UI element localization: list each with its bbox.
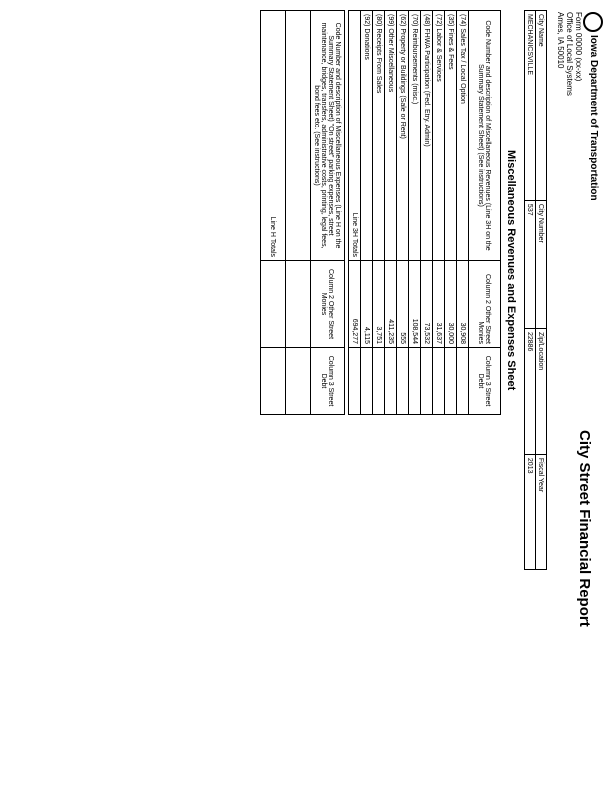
expenses-desc-header: Code Number and description of Miscellan…	[310, 10, 345, 261]
expenses-table: Code Number and description of Miscellan…	[260, 10, 345, 415]
revenue-col2: 31,637	[432, 260, 445, 348]
revenue-row: (48) FHWA Participation (Fed. Etry. Admi…	[420, 10, 433, 415]
revenue-col3	[408, 347, 421, 415]
revenues-desc-header: Code Number and description of Miscellan…	[468, 10, 501, 261]
revenue-label: (72) Labor & Services	[432, 10, 445, 261]
col2-header: Column 2 Other Street Monies	[468, 260, 501, 348]
revenue-col3	[432, 347, 445, 415]
revenue-col2: 555	[396, 260, 409, 348]
revenues-total-label: Line 3H Totals	[348, 10, 361, 261]
exp-col2-header: Column 2 Other Street Monies	[310, 260, 345, 348]
revenue-col2: 30,000	[444, 260, 457, 348]
revenue-label: (62) Property or Buildings (Sale or Rent…	[396, 10, 409, 261]
agency-name: Iowa Department of Transportation	[587, 35, 599, 201]
revenues-table: Code Number and description of Miscellan…	[348, 10, 501, 415]
revenue-col3	[396, 347, 409, 415]
report-title: City Street Financial Report	[576, 430, 593, 627]
revenue-label: (35) Fines & Fees	[444, 10, 457, 261]
city-number-value: 537	[524, 200, 536, 329]
expense-row	[285, 10, 311, 261]
revenue-col2: 4,115	[360, 260, 373, 348]
revenue-col3	[444, 347, 457, 415]
revenue-col3	[384, 347, 397, 415]
revenue-label: (70) Reimbursements (misc.)	[408, 10, 421, 261]
revenues-total-value: 694,277	[348, 260, 361, 348]
city-name-label: City Name	[535, 10, 547, 201]
revenue-col2: 411,235	[384, 260, 397, 348]
revenue-row: (62) Property or Buildings (Sale or Rent…	[396, 10, 409, 415]
revenue-label: (48) FHWA Participation (Fed. Etry. Admi…	[420, 10, 433, 261]
revenue-col2: 108,544	[408, 260, 421, 348]
revenue-label: (80) Receipts From Sales	[372, 10, 385, 261]
revenue-col3	[456, 347, 469, 415]
agency-city: Ames, IA 50010	[556, 12, 565, 69]
revenue-label: (92) Donations	[360, 10, 373, 261]
col3-header: Column 3 Street Debt	[468, 347, 501, 415]
agency-logo: Iowa Department of Transportation Form 0…	[556, 12, 603, 201]
revenue-col3	[372, 347, 385, 415]
zip-label: Zip/Location	[535, 328, 547, 455]
revenue-col3	[360, 347, 373, 415]
city-number-label: City Number	[535, 200, 547, 329]
revenue-label: (74) Sales Tax / Local Option	[456, 10, 469, 261]
revenue-label: (99) Other Miscellaneous	[384, 10, 397, 261]
section-title: Miscellaneous Revenues and Expenses Shee…	[505, 150, 517, 391]
header-table: City Name City Number Zip/Location Fisca…	[524, 10, 547, 570]
revenue-col2: 3,751	[372, 260, 385, 348]
fiscal-year-label: Fiscal Year	[535, 454, 547, 570]
zip-value: 22886	[524, 328, 536, 455]
iowa-seal-icon	[583, 12, 603, 32]
revenues-total-col3	[348, 347, 361, 415]
revenue-col3	[420, 347, 433, 415]
city-name-value: MECHANICSVILLE	[524, 10, 536, 201]
form-number: Form 00000 (xx-xx)	[574, 12, 583, 82]
revenue-row: (70) Reimbursements (misc.)108,544	[408, 10, 421, 415]
exp-col3-header: Column 3 Street Debt	[310, 347, 345, 415]
fiscal-year-value: 2013	[524, 454, 536, 570]
agency-office: Office of Local Systems	[565, 12, 574, 96]
revenue-col2: 30,908	[456, 260, 469, 348]
revenue-col2: 73,532	[420, 260, 433, 348]
expenses-total-label: Line H Totals	[260, 10, 286, 261]
